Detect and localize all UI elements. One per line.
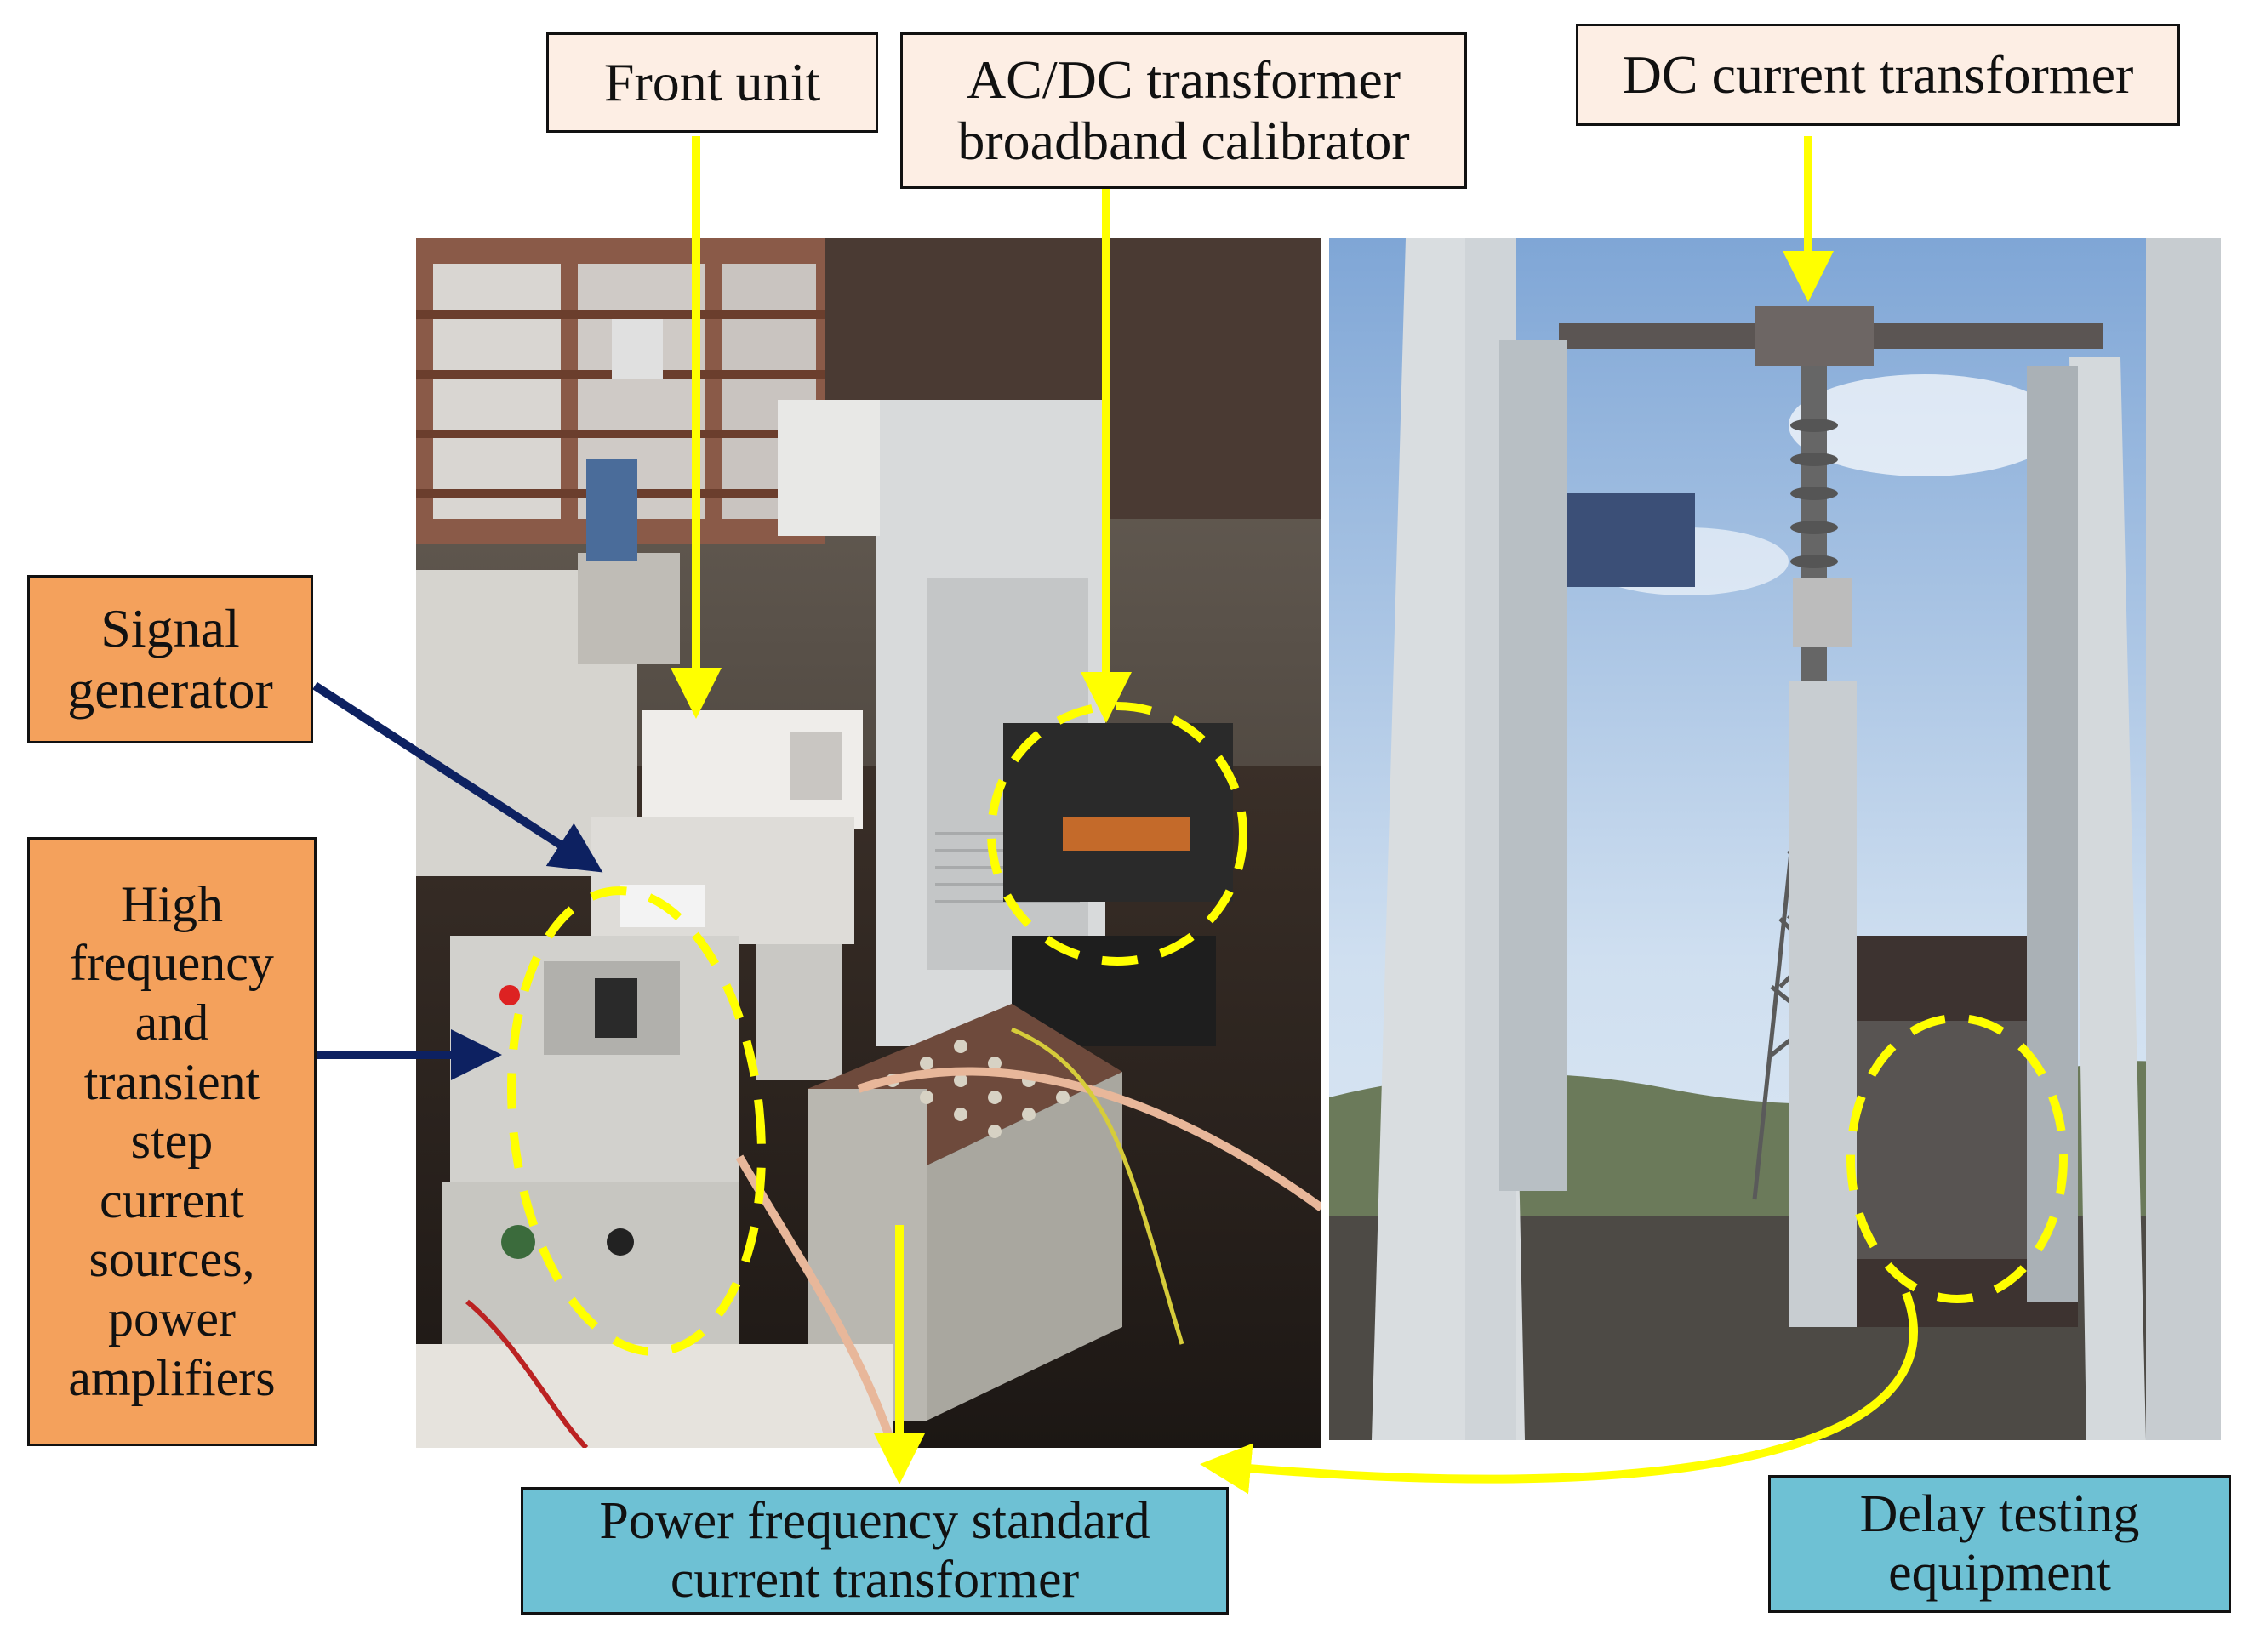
power-freq-ct-label: Power frequency standard current transfo… bbox=[521, 1487, 1229, 1615]
signal-generator-label: Signal generator bbox=[27, 575, 313, 743]
calibrator-label: AC/DC transformer broadband calibrator bbox=[900, 32, 1467, 189]
equipment-photo bbox=[416, 238, 1321, 1448]
front-unit-label: Front unit bbox=[546, 32, 878, 133]
delay-testing-label: Delay testing equipment bbox=[1768, 1475, 2231, 1613]
dc-ct-label: DC current transformer bbox=[1576, 24, 2180, 126]
station-photo bbox=[1329, 238, 2221, 1440]
equipment-photo-art bbox=[416, 238, 1321, 1448]
current-sources-label: High frequency and transient step curren… bbox=[27, 837, 317, 1446]
station-photo-art bbox=[1329, 238, 2221, 1440]
